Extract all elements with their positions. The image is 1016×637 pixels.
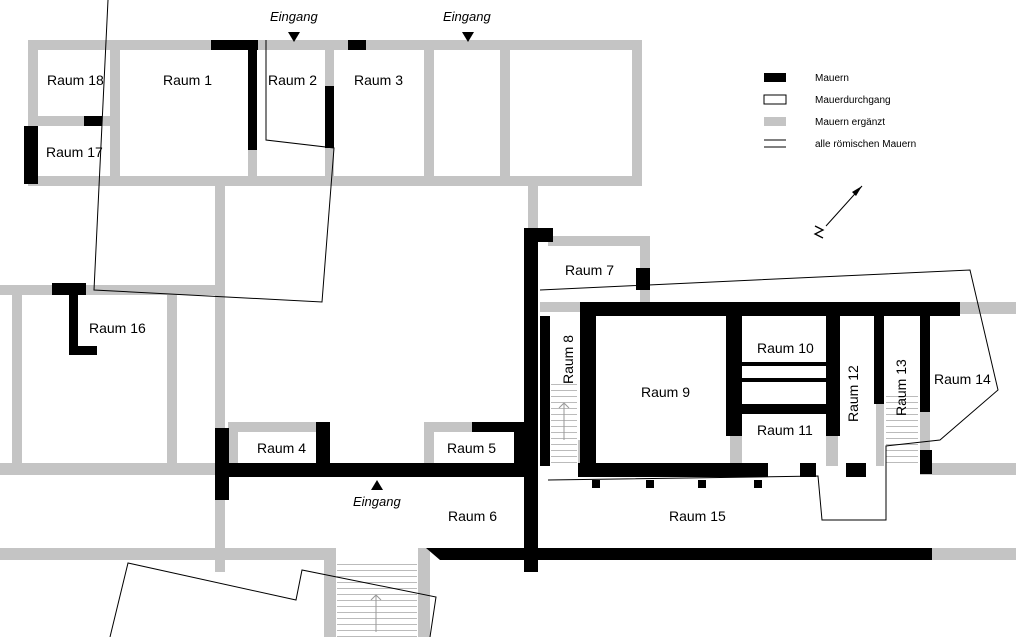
entrance-arrow-bottom <box>371 480 383 490</box>
legend-swatch-passage <box>763 94 787 105</box>
entrance-arrow-top-left <box>288 32 300 42</box>
room-label-7: Raum 7 <box>565 262 614 278</box>
room-label-14: Raum 14 <box>934 371 991 387</box>
stairs <box>337 380 918 637</box>
room-label-8: Raum 8 <box>560 335 576 384</box>
entrance-label-1: Eingang <box>270 9 318 24</box>
restored-walls <box>0 40 1016 637</box>
room-label-16: Raum 16 <box>89 320 146 336</box>
entrance-label-3: Eingang <box>353 494 401 509</box>
room-label-6: Raum 6 <box>448 508 497 524</box>
room-label-15: Raum 15 <box>669 508 726 524</box>
legend-label-restored: Mauern ergänzt <box>815 117 885 128</box>
room-label-4: Raum 4 <box>257 440 306 456</box>
existing-walls <box>24 40 960 572</box>
legend-swatch-walls <box>764 73 786 82</box>
legend: Mauern Mauerdurchgang Mauern ergänzt all… <box>763 73 916 150</box>
room-label-1: Raum 1 <box>163 72 212 88</box>
room-label-12: Raum 12 <box>845 365 861 422</box>
legend-label-roman: alle römischen Mauern <box>815 139 916 150</box>
entrance-label-2: Eingang <box>443 9 491 24</box>
entrance-labels: Eingang Eingang Eingang <box>270 9 491 509</box>
roman-wall-outlines <box>93 0 999 637</box>
entrance-arrow-top-right <box>462 32 474 42</box>
room-labels: Raum 1 Raum 2 Raum 3 Raum 18 Raum 17 Rau… <box>46 72 991 524</box>
north-arrow-icon <box>813 185 863 239</box>
room-label-17: Raum 17 <box>46 144 103 160</box>
legend-label-walls: Mauern <box>815 73 849 84</box>
legend-label-passage: Mauerdurchgang <box>815 95 891 106</box>
room-label-2: Raum 2 <box>268 72 317 88</box>
room-label-10: Raum 10 <box>757 340 814 356</box>
room-label-13: Raum 13 <box>893 359 909 416</box>
room-label-18: Raum 18 <box>47 72 104 88</box>
entrance-markers <box>288 32 474 490</box>
room-label-3: Raum 3 <box>354 72 403 88</box>
room-label-11: Raum 11 <box>757 422 813 438</box>
room-label-5: Raum 5 <box>447 440 496 456</box>
room-label-9: Raum 9 <box>641 384 690 400</box>
legend-swatch-restored <box>764 117 786 126</box>
